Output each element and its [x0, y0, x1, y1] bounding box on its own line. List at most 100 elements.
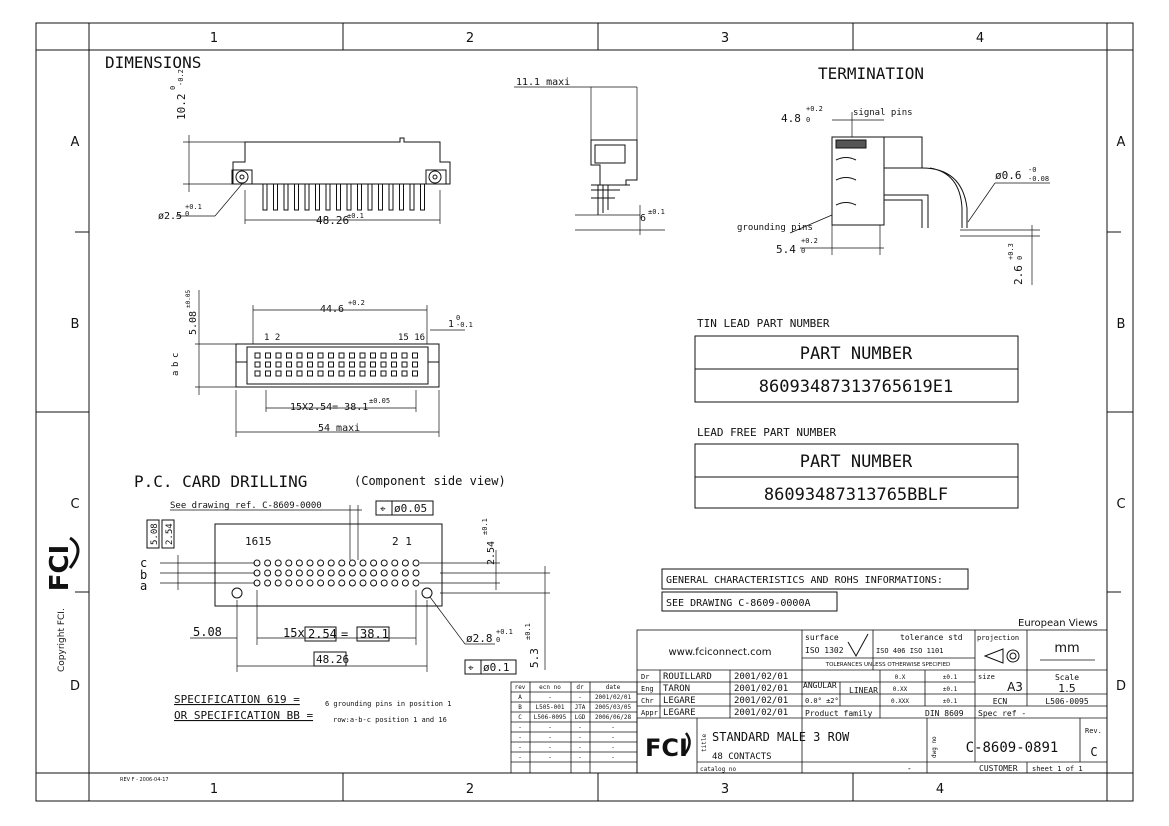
- drilling-subtitle: (Component side view): [354, 474, 506, 488]
- drill-hole: [412, 579, 420, 587]
- termination-title: TERMINATION: [818, 64, 924, 83]
- drill-box-508: 5.08: [150, 523, 160, 545]
- pin: [367, 183, 373, 211]
- drill-count: 15x: [283, 626, 305, 640]
- drill-hole: [401, 559, 409, 567]
- rev-cell: L506-0095: [534, 714, 567, 721]
- tb-role: Eng: [641, 685, 654, 693]
- contact: [254, 352, 261, 359]
- drill-pos-tol: ø0.05: [394, 502, 427, 515]
- contact: [275, 370, 282, 377]
- tb-tol-lbl: tolerance std: [900, 633, 963, 642]
- fci-swoosh-icon: [683, 732, 691, 756]
- contact: [286, 361, 292, 368]
- contact: [328, 361, 334, 368]
- tb-date: 2001/02/01: [734, 672, 788, 682]
- rev-cell: L505-001: [536, 704, 565, 711]
- rev-cell: -: [518, 744, 522, 751]
- contact: [391, 370, 397, 377]
- contact: [286, 352, 292, 359]
- drill-pos-tol2: ø0.1: [483, 661, 510, 674]
- tb-scale-lbl: Scale: [1055, 673, 1079, 682]
- lead-free-heading: LEAD FREE PART NUMBER: [697, 426, 836, 439]
- rev-cell: B: [518, 704, 522, 711]
- drill-hole: [391, 559, 399, 567]
- dim-left-h: 5.08: [188, 311, 199, 335]
- top-view: [195, 290, 465, 437]
- pin: [378, 183, 383, 211]
- drill-row: a: [140, 579, 147, 593]
- tb-projection-lbl: projection: [977, 634, 1019, 642]
- row-label: D: [70, 679, 80, 694]
- tb-product-family: Product family: [805, 709, 873, 718]
- pin: [409, 183, 415, 211]
- drill-hole: [295, 569, 303, 577]
- tb-title1: STANDARD MALE 3 ROW: [712, 730, 850, 744]
- pin: [273, 183, 278, 211]
- drill-hole: [359, 559, 367, 567]
- dim-off1: 1: [448, 319, 454, 330]
- contact: [317, 361, 324, 368]
- drilling-ref: See drawing ref. C-8609-0000: [170, 501, 322, 511]
- drill-hole: [274, 569, 282, 577]
- rev-cell: -: [611, 724, 615, 731]
- contact: [328, 370, 334, 377]
- term-gnd-label: grounding pins: [737, 223, 813, 233]
- lead-free-box: [694, 443, 1019, 509]
- tb-dwg: C-8609-0891: [966, 740, 1059, 756]
- tb-catalog-dash: -: [907, 764, 912, 773]
- term-h-tol: 0: [1016, 256, 1024, 260]
- contact: [391, 352, 397, 359]
- row-label: B: [1117, 317, 1126, 332]
- drill-hole: ø2.8: [466, 632, 493, 645]
- dim-overall: 54 maxi: [318, 423, 360, 434]
- col-label: 1: [210, 782, 218, 797]
- tin-lead-heading: TIN LEAD PART NUMBER: [697, 317, 830, 330]
- dim-hole: ø2.5: [158, 211, 182, 222]
- dim-hole-tol: +0.1: [185, 203, 202, 211]
- drill-hole: [380, 579, 388, 587]
- tb-scale: 1.5: [1058, 682, 1076, 695]
- contact: [296, 352, 303, 359]
- drill-hole: [274, 559, 282, 567]
- rev-cell: 2005/03/05: [595, 704, 632, 711]
- contact: [401, 361, 408, 368]
- drill-hole: [338, 579, 346, 587]
- tb-rev: C: [1090, 745, 1097, 759]
- dim-h1-tol: -0.2: [177, 69, 185, 86]
- drill-left-508: 5.08: [193, 625, 222, 639]
- drill-eq: =: [341, 627, 348, 641]
- drill-hole: [401, 579, 409, 587]
- drill-hole: [412, 569, 420, 577]
- dim-h1-tol: 0: [169, 86, 177, 90]
- drill-hole: [380, 569, 388, 577]
- frame-labels: 1 2 3 4 1 2 3 4 A B C D A B C D: [70, 31, 1126, 797]
- contact: [370, 370, 376, 377]
- tin-lead-box: [694, 335, 1019, 403]
- tin-lead-label: PART NUMBER: [800, 344, 913, 364]
- row-label: D: [1116, 679, 1126, 694]
- dim-off1-tol: 0: [456, 314, 460, 322]
- contact: [328, 352, 334, 359]
- drill-pitch-box: 2.54: [308, 627, 337, 641]
- drill-hole: [285, 569, 293, 577]
- drill-box-254: 2.54: [165, 523, 175, 545]
- tb-angular: ANGULAR: [803, 681, 837, 690]
- rev-note: REV F - 2006-04-17: [120, 777, 169, 783]
- tb-lin-tol: ±0.1: [943, 698, 958, 705]
- rev-cell: 2001/02/01: [595, 694, 632, 701]
- drill-hole: [306, 579, 314, 587]
- drill-hole: [359, 569, 367, 577]
- tb-name: ROUILLARD: [663, 672, 712, 682]
- contact: [380, 352, 387, 359]
- front-view: [176, 135, 451, 224]
- row-label: A: [71, 135, 80, 150]
- termination-view: [789, 112, 1050, 285]
- drill-hole: [285, 559, 293, 567]
- tb-ecn: L506-0095: [1045, 697, 1089, 706]
- drilling-view: [146, 500, 550, 675]
- row-letter: c: [171, 353, 181, 358]
- contact: [296, 370, 303, 377]
- pin: [420, 183, 425, 211]
- tb-role: Chr: [641, 697, 654, 705]
